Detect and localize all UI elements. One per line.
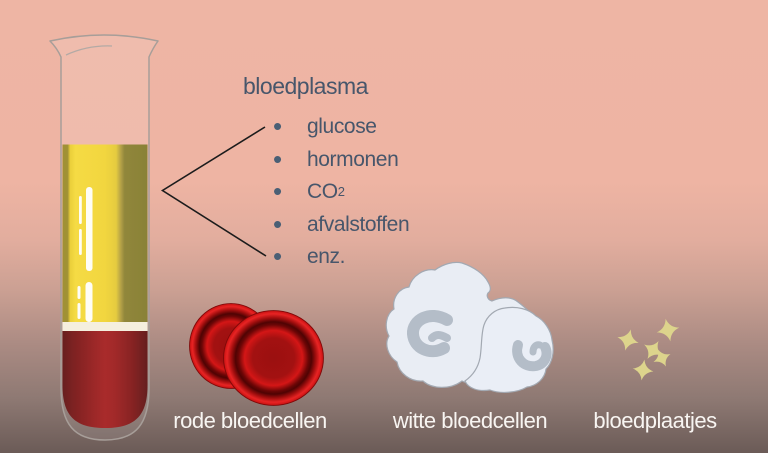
- bracket-lines-icon: [160, 126, 267, 257]
- plasma-list-item: glucose: [243, 111, 409, 144]
- plasma-list-item: hormonen: [243, 144, 409, 177]
- cell-nucleus-left: [407, 310, 453, 358]
- plasma-list-item: CO2: [243, 176, 409, 209]
- platelets-label: bloedplaatjes: [593, 408, 717, 433]
- buffy-coat-layer: [62, 322, 148, 331]
- red-blood-cells-label: rode bloedcellen: [173, 408, 327, 433]
- plasma-components-list: glucose hormonen CO2 afvalstoffen enz.: [243, 111, 410, 274]
- red-blood-cells-icon: [189, 303, 324, 406]
- cell-nucleus-right: [512, 340, 552, 372]
- plasma-list-item: afvalstoffen: [243, 209, 410, 242]
- white-blood-cells-icon: [385, 261, 554, 393]
- white-blood-cells-label: witte bloedcellen: [392, 408, 548, 433]
- plasma-title: bloedplasma: [243, 73, 368, 99]
- red-blood-layer: [62, 331, 148, 428]
- platelet-sparkles-icon: [617, 318, 680, 381]
- plasma-highlight: [77, 187, 93, 322]
- tube-glass: [49, 34, 159, 441]
- plasma-layer: [62, 144, 148, 324]
- rim-highlight: [65, 45, 113, 56]
- plasma-list-item: enz.: [243, 241, 409, 274]
- test-tube-icon: [49, 34, 159, 441]
